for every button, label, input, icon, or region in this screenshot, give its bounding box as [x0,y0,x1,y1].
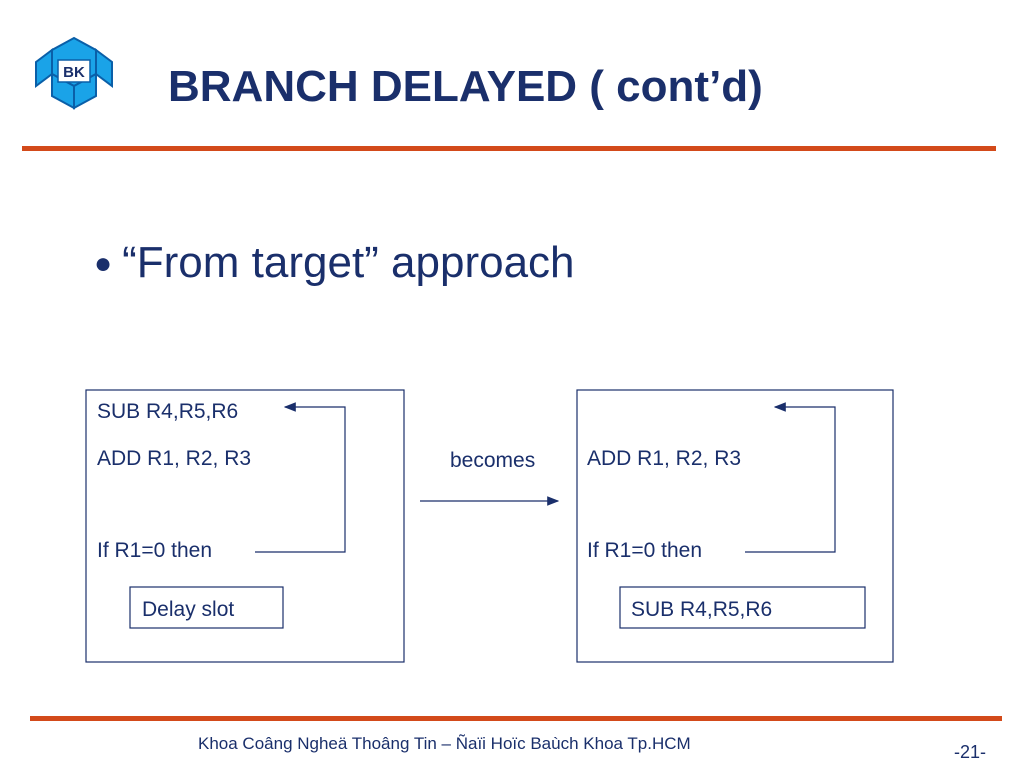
right-slot-box [619,586,866,629]
left-code-box [85,389,405,663]
left-branch-arrow [255,402,346,553]
left-line-if: If R1=0 then [97,539,212,562]
slide-title: BRANCH DELAYED ( cont’d) [168,62,763,111]
right-branch-arrow [745,402,836,553]
left-delay-slot-label: Delay slot [142,598,234,621]
right-line-add: ADD R1, R2, R3 [587,447,741,470]
bullet-item: ● “From target” approach [94,238,575,288]
footer-divider [30,716,1002,721]
left-line-add: ADD R1, R2, R3 [97,447,251,470]
footer-text: Khoa Coâng Ngheä Thoâng Tin – Ñaïi Hoïc … [198,734,691,753]
right-code-box [576,389,894,663]
bullet-text: “From target” approach [122,238,575,287]
title-divider [22,146,996,151]
right-slot-label: SUB R4,R5,R6 [631,598,772,621]
page-number: -21- [953,742,986,762]
left-line-sub: SUB R4,R5,R6 [97,400,238,423]
becomes-label: becomes [450,449,535,472]
bullet-dot-icon: ● [94,247,113,280]
logo-text: BK [63,64,85,81]
right-line-if: If R1=0 then [587,539,702,562]
left-delay-slot-box [129,586,284,629]
bk-logo: BK [34,36,114,110]
